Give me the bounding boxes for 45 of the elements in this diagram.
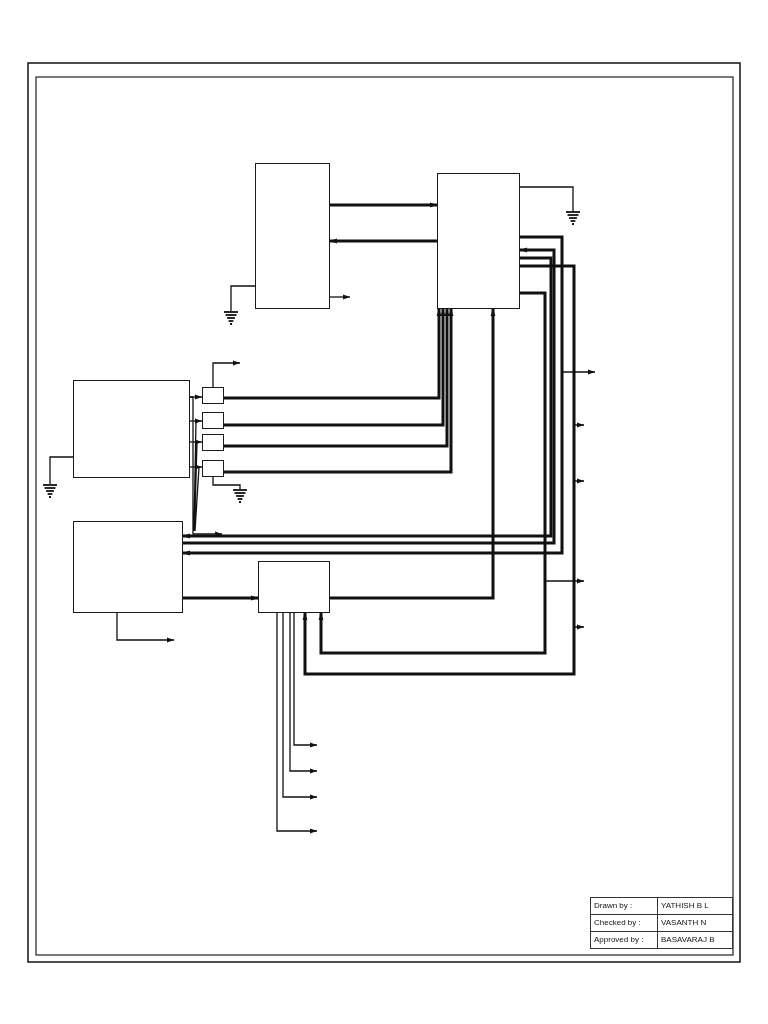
block-box (73, 521, 183, 613)
arrow (224, 309, 454, 474)
arrow (224, 309, 446, 427)
arrow (519, 292, 585, 584)
arrow (519, 236, 596, 375)
arrow (282, 612, 318, 800)
arrow (224, 309, 442, 400)
block-box (258, 561, 330, 613)
block-box (202, 387, 224, 404)
signoff-label-cell: Approved by : (590, 931, 658, 949)
ground-symbol (566, 211, 580, 226)
signoff-label-cell: Drawn by : (590, 897, 658, 915)
arrow (189, 396, 223, 537)
arrow (318, 291, 547, 655)
signoff-name-cell: BASAVARAJ B (657, 931, 733, 949)
ground-symbol (43, 484, 57, 499)
arrow (116, 612, 175, 643)
block-box (202, 460, 224, 477)
ground-symbol (233, 489, 247, 504)
arrow (330, 202, 437, 208)
connector-line (49, 456, 74, 485)
signoff-name-cell: YATHISH B L (657, 897, 733, 915)
connector-line (230, 285, 256, 312)
arrow (189, 464, 203, 470)
block-box (202, 412, 224, 429)
arrow (183, 595, 258, 601)
arrow (302, 264, 576, 676)
arrow (329, 294, 351, 300)
connector-line (519, 186, 574, 212)
arrow (189, 418, 203, 424)
arrow (519, 265, 585, 630)
block-box (437, 173, 520, 309)
arrow (330, 309, 496, 600)
arrow (189, 439, 203, 445)
arrow (293, 612, 318, 748)
arrow (212, 360, 241, 388)
block-box (202, 434, 224, 451)
block-box (73, 380, 190, 478)
arrow (224, 309, 450, 448)
arrow (289, 612, 318, 774)
block-box (255, 163, 330, 309)
connector-line (212, 476, 241, 490)
arrow (276, 612, 318, 834)
arrow (330, 238, 437, 244)
ground-symbol (224, 311, 238, 326)
